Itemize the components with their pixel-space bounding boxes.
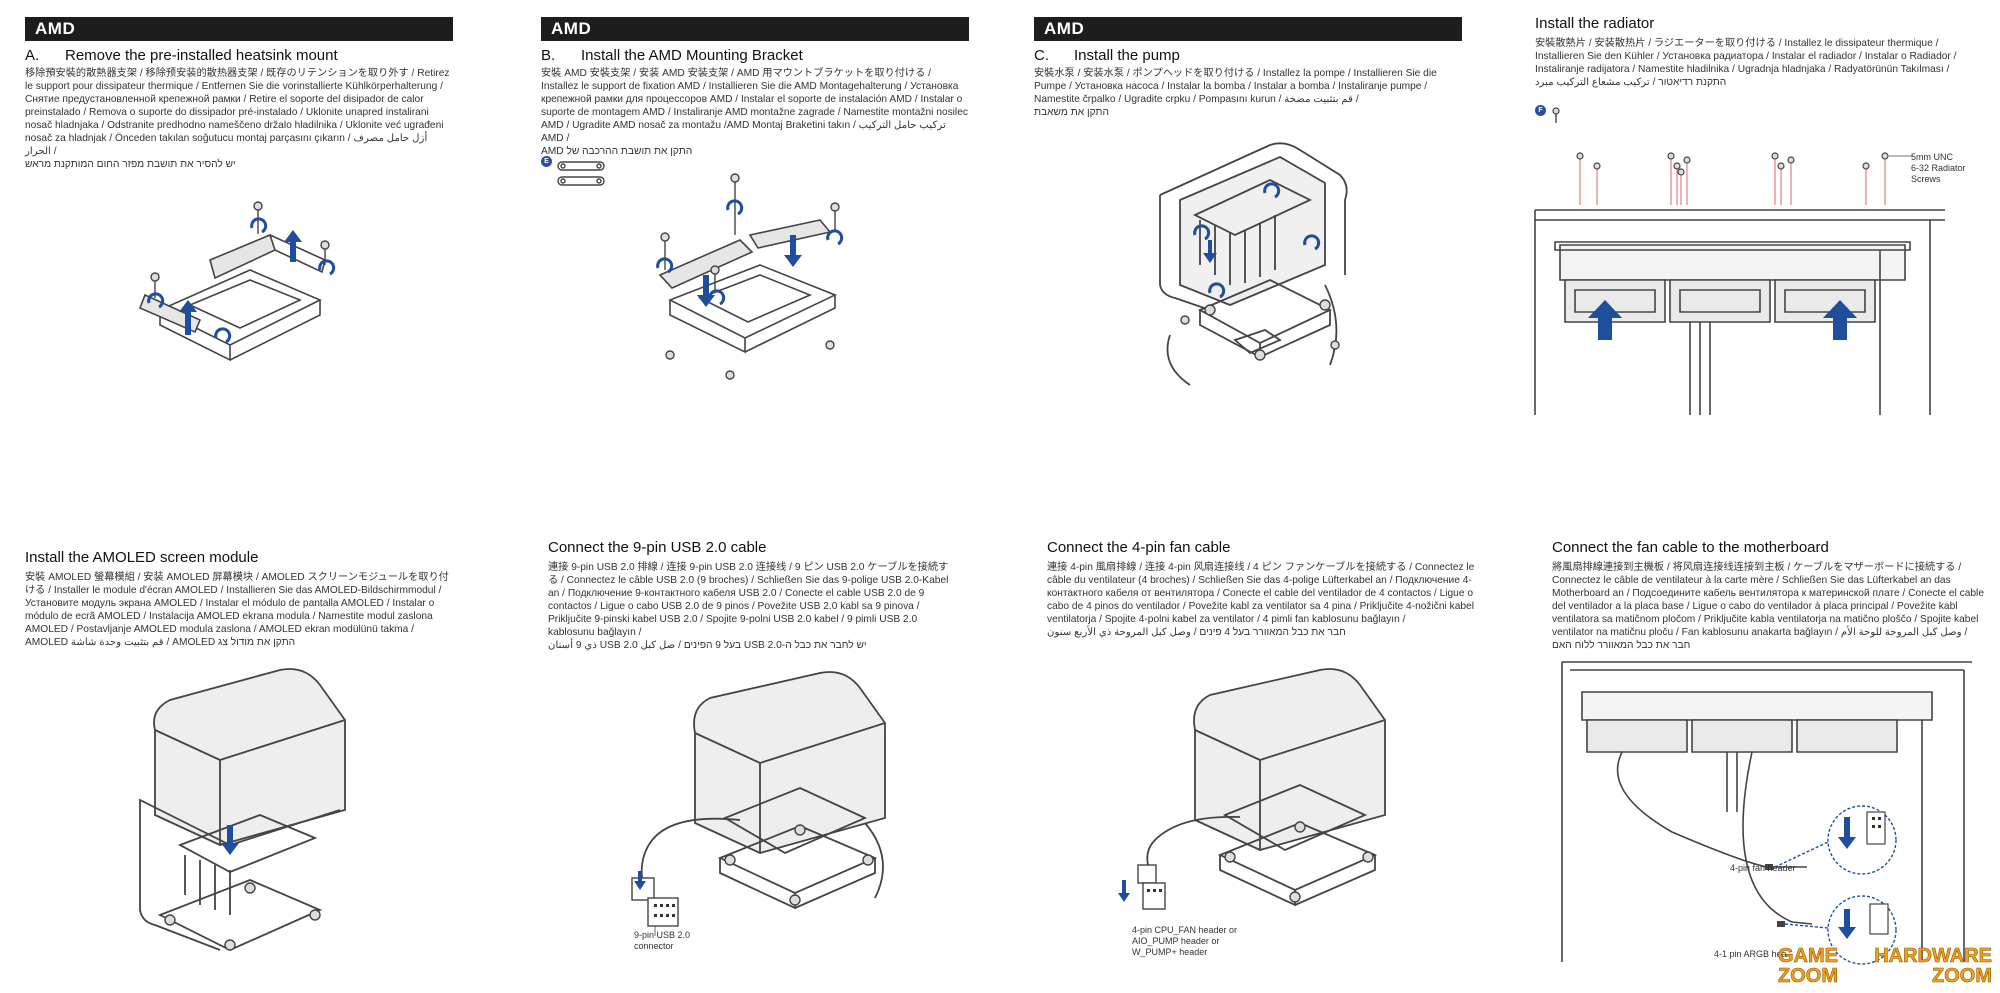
amd-header-bar: AMD — [25, 17, 453, 41]
bracket-parts-icon — [557, 161, 605, 186]
install-amd-bracket-illustration — [656, 173, 844, 380]
step-e-title: Install the AMOLED screen module — [25, 549, 259, 566]
step-d-title: Install the radiator — [1535, 15, 1655, 32]
step-g-body: 連接 4-pin 風扇排線 / 连接 4-pin 风扇连接线 / 4 ピン ファ… — [1047, 562, 1475, 625]
radiator-screw-icon — [1552, 107, 1560, 123]
step-d-body: 安裝散熱片 / 安装散热片 / ラジエーターを取り付ける / Installez… — [1535, 38, 1957, 75]
radiator-screws-label: 5mm UNC 6-32 Radiator Screws — [1911, 152, 1966, 184]
amd-header-bar: AMD — [1034, 17, 1462, 41]
connect-fan-cable-illustration — [1118, 668, 1386, 910]
connect-usb-cable-illustration — [631, 671, 886, 936]
remove-heatsink-mount-illustration — [138, 201, 336, 362]
step-c-title: C.Install the pump — [1034, 47, 1180, 64]
argb-header-label: 4-1 pin ARGB hea — [1714, 949, 1787, 959]
step-a-title: A.Remove the pre-installed heatsink moun… — [25, 47, 338, 64]
step-c-body-rtl: התקן את משאבת — [1034, 107, 1109, 118]
amd-header-bar: AMD — [541, 17, 969, 41]
step-h-body: 將風扇排線連接到主機板 / 将风扇连接线连接到主板 / ケーブルをマザーボードに… — [1552, 562, 1984, 638]
step-b-title: B.Install the AMD Mounting Bracket — [541, 47, 803, 64]
install-amoled-module-illustration — [139, 668, 346, 951]
fan-header-label: 4-pin CPU_FAN header or AIO_PUMP header … — [1132, 925, 1238, 957]
motherboard-fan-connection-illustration — [1561, 661, 1972, 965]
hardwarezoom-watermark: HARDWARE ZOOM — [1874, 945, 1992, 987]
usb-connector-label: 9-pin USB 2.0 connector — [634, 930, 691, 951]
step-e-panel: Install the AMOLED screen module 安裝 AMOL… — [25, 549, 453, 649]
step-letter: C. — [1034, 47, 1049, 64]
step-f-panel: Connect the 9-pin USB 2.0 cable 連接 9-pin… — [548, 539, 958, 652]
install-radiator-illustration — [1534, 152, 1945, 415]
step-f-body-rtl: יש לחבר את כבל ה-USB 2.0 בעל 9 הפינים / … — [548, 640, 867, 651]
step-h-title: Connect the fan cable to the motherboard — [1552, 539, 1829, 556]
step-b-body-rtl: התקן את תושבת ההרכבה של AMD — [541, 146, 693, 157]
step-g-panel: Connect the 4-pin fan cable 連接 4-pin 風扇排… — [1047, 539, 1477, 639]
step-f-body: 連接 9-pin USB 2.0 排線 / 连接 9-pin USB 2.0 连… — [548, 562, 949, 638]
part-marker-e-icon: E — [541, 156, 552, 167]
fan-header-4pin-label: 4-pin fan header — [1730, 863, 1796, 873]
gamezoom-watermark: GAME ZOOM — [1778, 945, 1839, 987]
install-pump-illustration — [1159, 142, 1348, 386]
part-marker-f-icon: F — [1535, 105, 1546, 116]
step-c-body: 安裝水泵 / 安装水泵 / ポンプヘッドを取り付ける / Installez l… — [1034, 68, 1437, 105]
step-c-panel: AMD C.Install the pump 安裝水泵 / 安装水泵 / ポンプ… — [1034, 17, 1462, 119]
step-h-body-rtl: חבר את כבל המאוורר ללוח האם — [1552, 640, 1691, 651]
step-e-body-rtl: התקן את מודול צג AMOLED / قم بتثبيت وحدة… — [25, 637, 296, 648]
step-g-body-rtl: חבר את כבל המאוורר בעל 4 פינים / وصل كبل… — [1047, 627, 1346, 638]
step-a-body-rtl: יש להסיר את תושבת מפזר החום המותקנת מראש — [25, 159, 236, 170]
step-h-panel: Connect the fan cable to the motherboard… — [1552, 539, 1987, 652]
step-d-body-rtl: התקנת רדיאטור / تركيب مشعاع التركيب مبرد — [1535, 77, 1727, 88]
step-letter: A. — [25, 47, 40, 64]
step-b-panel: AMD B.Install the AMD Mounting Bracket 安… — [541, 17, 969, 158]
step-b-body: 安裝 AMD 安裝支架 / 安装 AMD 安装支架 / AMD 用マウントブラケ… — [541, 68, 968, 144]
step-a-body: 移除預安裝的散熱器支架 / 移除预安装的散热器支架 / 既存のリテンションを取り… — [25, 68, 450, 157]
step-g-title: Connect the 4-pin fan cable — [1047, 539, 1231, 556]
step-a-panel: AMD A.Remove the pre-installed heatsink … — [25, 17, 453, 171]
step-e-body: 安裝 AMOLED 螢幕模組 / 安装 AMOLED 屏幕模块 / AMOLED… — [25, 572, 449, 635]
step-letter: B. — [541, 47, 556, 64]
step-d-panel: Install the radiator 安裝散熱片 / 安装散热片 / ラジエ… — [1535, 15, 1975, 89]
step-f-title: Connect the 9-pin USB 2.0 cable — [548, 539, 767, 556]
